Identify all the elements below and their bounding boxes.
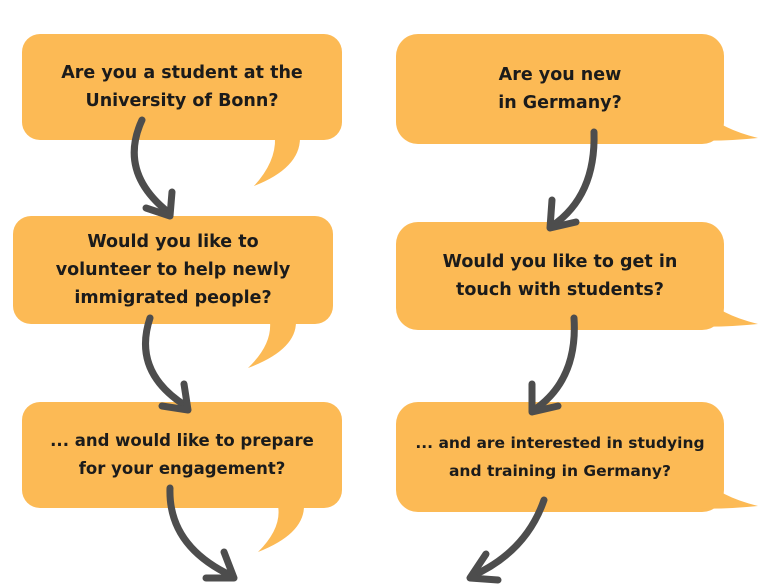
text-line: ... and would like to prepare [50,431,314,450]
text-line: University of Bonn? [85,91,279,111]
right-bubble-3 [396,402,758,512]
left-arrow-3 [166,484,238,582]
text-line: and training in Germany? [448,462,672,480]
right-arrow-3 [466,496,548,584]
left-arrow-2 [142,314,192,414]
right-arrow-1 [546,128,598,232]
right-bubble-3-text: ... and are interested in studying and t… [396,402,724,512]
left-bubble-2-text: Would you like to volunteer to help newl… [13,216,333,324]
right-bubble-2 [396,222,758,330]
text-line: Are you new [498,65,622,85]
text-line: immigrated people? [74,288,272,308]
left-bubble-3 [22,402,342,552]
left-bubble-1 [22,34,342,186]
left-bubble-3-text: ... and would like to prepare for your e… [22,402,342,508]
text-line: volunteer to help newly [55,260,291,280]
text-line: Would you like to [87,232,259,252]
right-arrow-2 [528,314,578,416]
right-bubble-1 [396,34,758,144]
left-arrow-1 [130,116,176,220]
right-bubble-2-text: Would you like to get in touch with stud… [396,222,724,330]
left-bubble-2 [13,216,333,368]
text-line: Would you like to get in [442,252,678,272]
text-line: in Germany? [498,93,622,113]
text-line: ... and are interested in studying [415,434,705,452]
text-line: Are you a student at the [61,63,303,83]
right-bubble-1-text: Are you new in Germany? [396,34,724,144]
left-bubble-1-text: Are you a student at the University of B… [22,34,342,140]
text-line: for your engagement? [78,459,286,478]
text-line: touch with students? [456,280,664,300]
